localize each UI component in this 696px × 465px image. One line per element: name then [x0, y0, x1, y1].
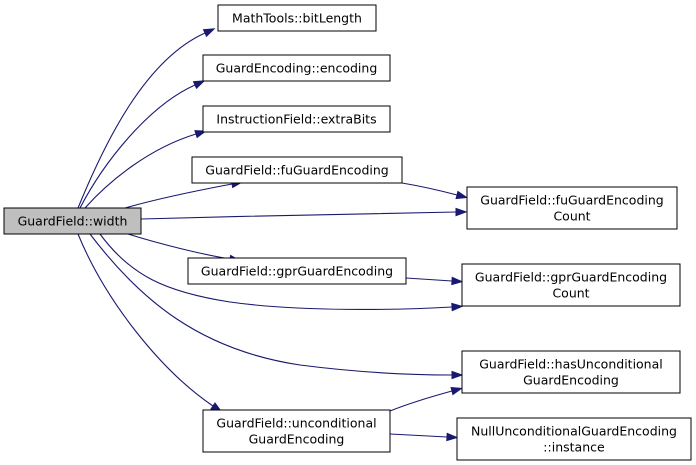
edge-line: [79, 84, 196, 209]
node-label: GuardEncoding: [523, 373, 619, 388]
arrowhead: [192, 80, 206, 90]
edge-line: [99, 233, 453, 310]
node-box: [202, 54, 391, 82]
node-box: [456, 417, 692, 461]
node-box: [202, 409, 391, 453]
arrowhead: [450, 386, 464, 396]
node-label: GuardField::gprGuardEncoding: [201, 264, 393, 279]
nodes-layer: GuardField::width MathTools::bitLengthGua…: [3, 4, 692, 461]
node-label: Count: [553, 209, 590, 224]
node-label: GuardEncoding::encoding: [216, 61, 378, 76]
node-label: GuardEncoding: [249, 432, 345, 447]
edge-unconditionalGuardEncoding-to-hasUnconditionalGuardEncoding: [389, 386, 464, 412]
arrowhead: [451, 302, 464, 312]
node-label: ::instance: [543, 440, 605, 455]
arrowhead: [202, 28, 216, 38]
arrowhead: [455, 207, 468, 217]
node-hasUnconditionalGuardEncoding[interactable]: GuardField::hasUnconditionalGuardEncodin…: [461, 350, 681, 394]
node-nullInstance[interactable]: NullUnconditionalGuardEncoding::instance: [456, 417, 692, 461]
node-box: [461, 350, 681, 394]
edge-fuGuardEncoding-to-fuGuardEncodingCount: [401, 182, 469, 200]
edge-line: [77, 233, 214, 407]
edge-line: [389, 390, 453, 412]
arrowhead: [451, 276, 464, 286]
node-label: NullUnconditionalGuardEncoding: [471, 424, 677, 439]
node-bitLength[interactable]: MathTools::bitLength: [217, 4, 377, 32]
node-box: [217, 4, 377, 32]
node-encoding[interactable]: GuardEncoding::encoding: [202, 54, 391, 82]
edge-line: [124, 183, 233, 209]
node-label: MathTools::bitLength: [232, 11, 362, 26]
edge-line: [89, 233, 453, 376]
arrowhead: [451, 370, 464, 380]
node-label: GuardField::fuGuardEncoding: [480, 193, 663, 208]
edge-line: [389, 433, 448, 438]
edge-line: [84, 133, 197, 209]
edge-line: [401, 182, 458, 196]
node-extraBits[interactable]: InstructionField::extraBits: [202, 105, 391, 133]
edge-width-to-fuGuardEncoding: [124, 179, 244, 209]
edge-line: [405, 277, 453, 282]
edges-layer: [77, 28, 469, 442]
edge-line: [140, 211, 457, 220]
node-label: InstructionField::extraBits: [216, 112, 376, 127]
edge-gprGuardEncoding-to-gprGuardEncodingCount: [405, 276, 464, 286]
edge-width-to-encoding: [79, 80, 206, 209]
node-gprGuardEncoding[interactable]: GuardField::gprGuardEncoding: [187, 257, 407, 285]
node-label: GuardField::fuGuardEncoding: [205, 163, 388, 178]
node-label: Count: [552, 286, 589, 301]
edge-width-to-gprGuardEncodingCount: [99, 233, 464, 312]
node-label: GuardField::gprGuardEncoding: [475, 270, 667, 285]
node-box: [466, 186, 678, 230]
edge-width-to-unconditionalGuardEncoding: [77, 233, 223, 413]
node-label: GuardField::width: [18, 214, 128, 229]
node-label: GuardField::hasUnconditional: [479, 357, 663, 372]
edge-line: [127, 233, 231, 260]
edge-width-to-fuGuardEncodingCount: [140, 207, 468, 220]
node-fuGuardEncoding[interactable]: GuardField::fuGuardEncoding: [191, 156, 403, 184]
edge-width-to-bitLength: [77, 28, 216, 209]
node-label: GuardField::unconditional: [216, 416, 376, 431]
arrowhead: [455, 190, 469, 200]
edge-width-to-hasUnconditionalGuardEncoding: [89, 233, 464, 380]
node-box: [187, 257, 407, 285]
node-box: [461, 263, 681, 307]
node-box: [3, 207, 142, 235]
arrowhead: [446, 432, 459, 442]
node-box: [191, 156, 403, 184]
node-box: [202, 105, 391, 133]
edge-line: [77, 32, 206, 209]
node-width[interactable]: GuardField::width: [3, 207, 142, 235]
edge-unconditionalGuardEncoding-to-nullInstance: [389, 432, 459, 442]
